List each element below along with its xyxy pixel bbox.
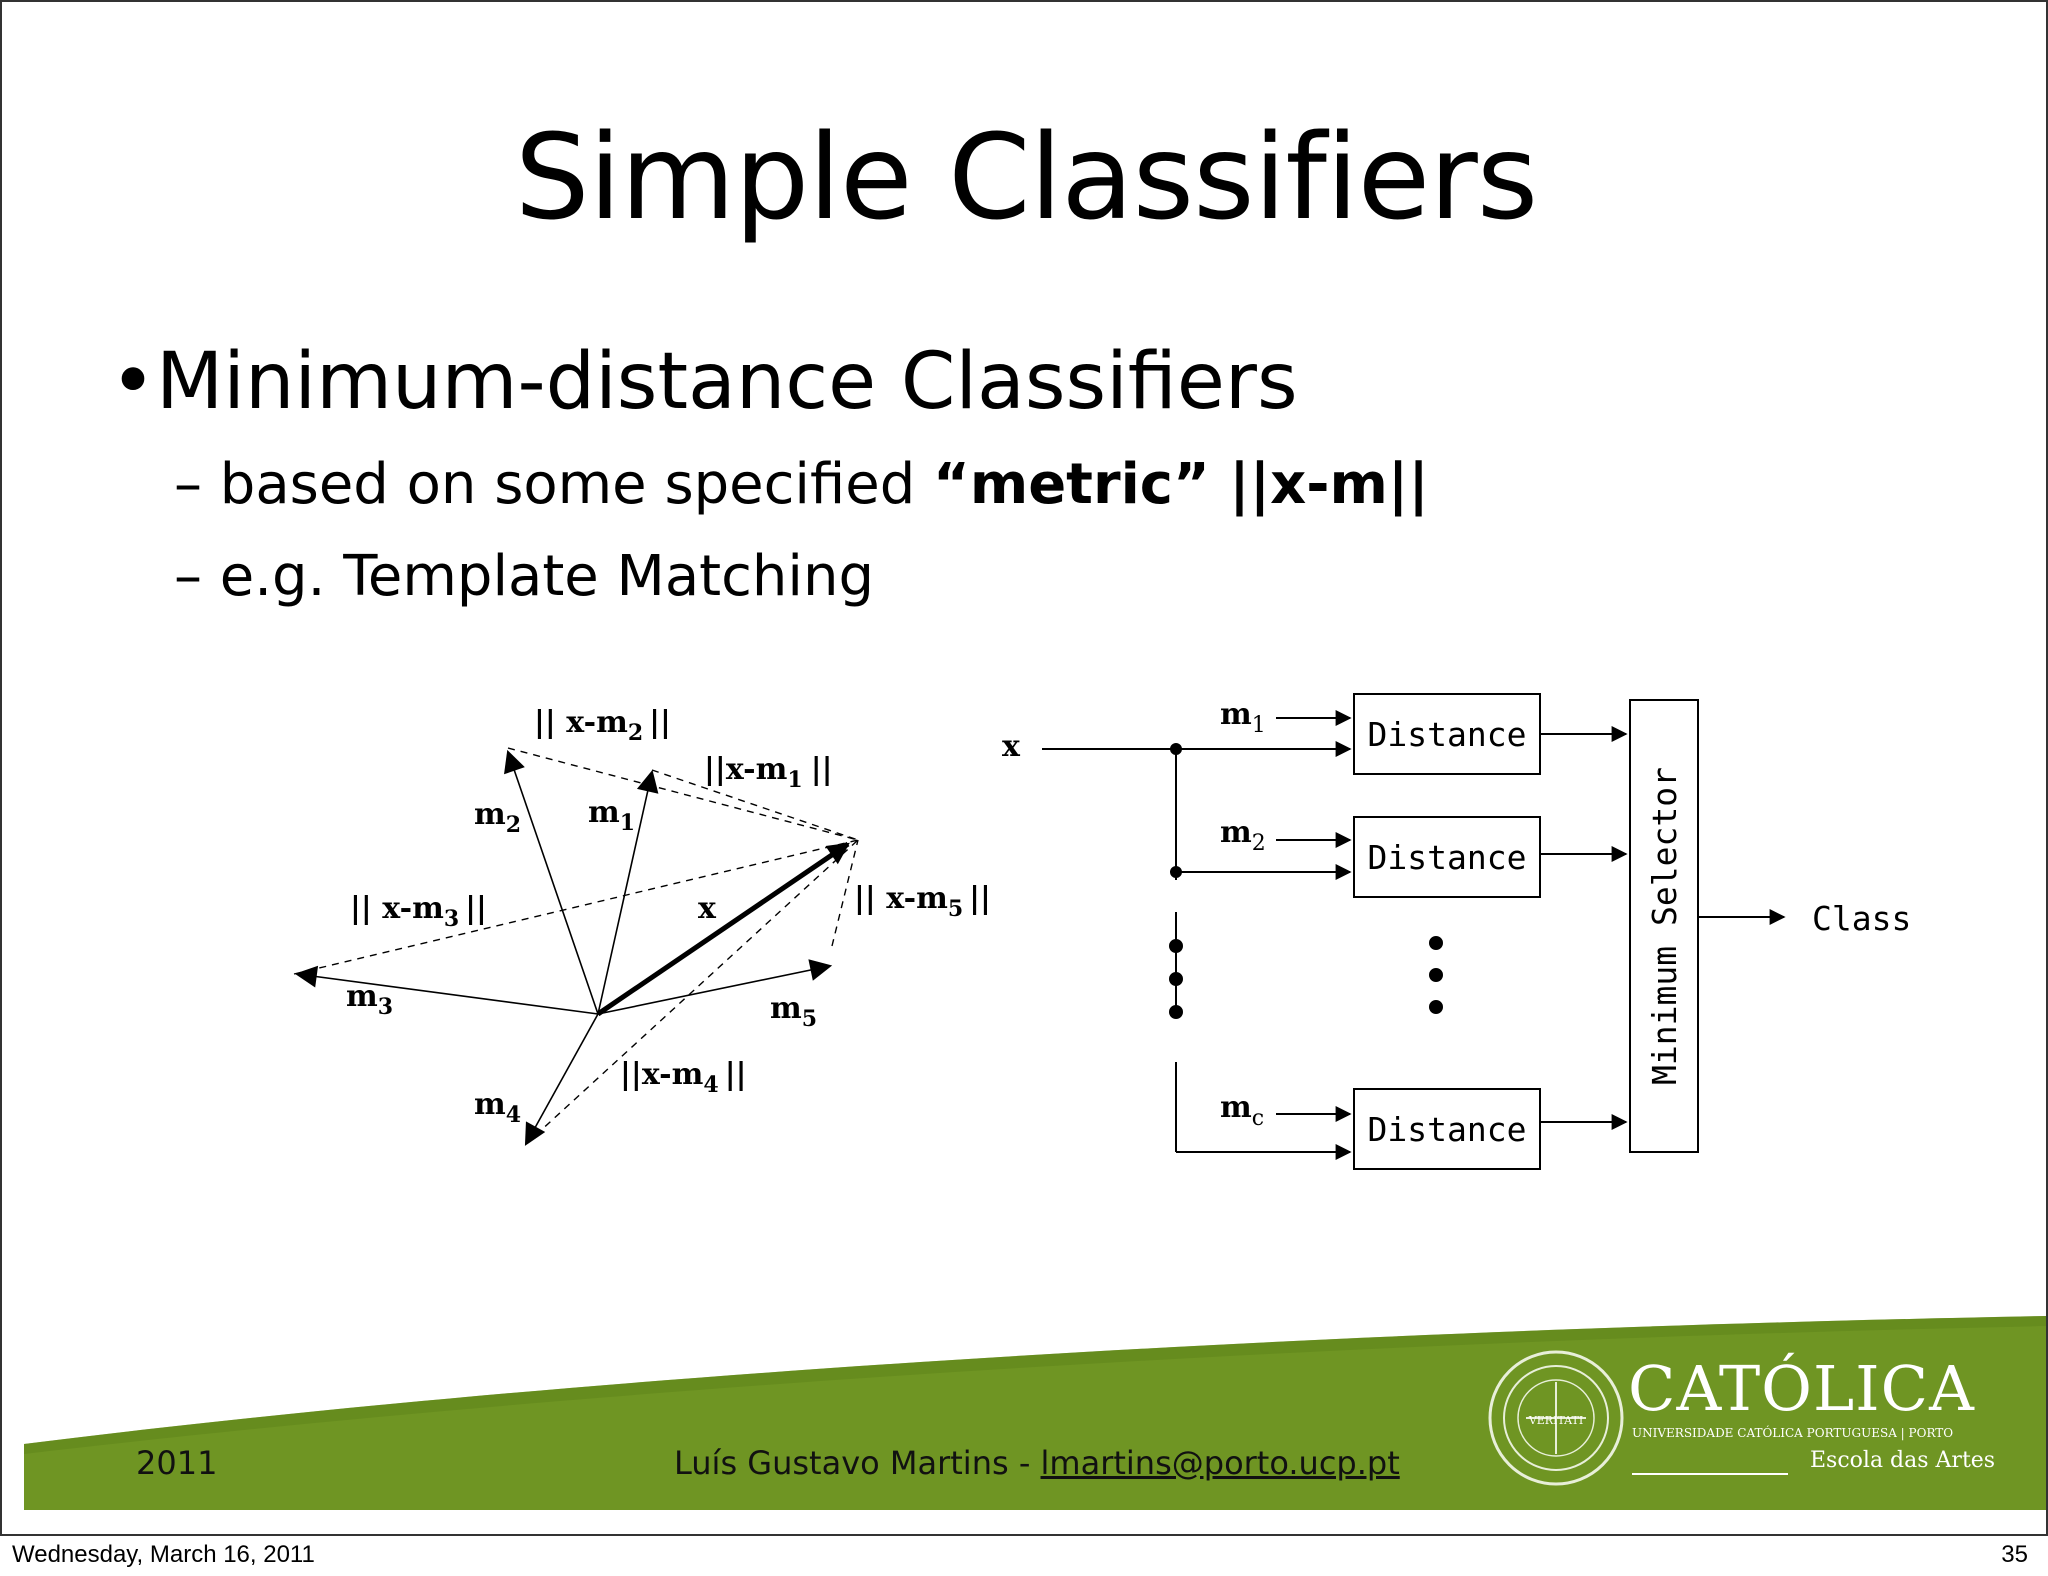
distance-box-2 [1353,816,1541,898]
label-dist-m5: || x-m5|| [854,881,991,922]
footer-year: 2011 [136,1444,218,1482]
ellipsis-dot [1429,936,1443,950]
label-dist-m3: || x-m3|| [350,891,487,932]
distance-line-m4 [525,839,859,1145]
block-mc: mc [1220,1090,1264,1131]
bullet-dot: • [110,337,157,427]
ellipsis-dot [1429,968,1443,982]
vector-diagram: || x-m2|| ||x-m1|| m2 m1 || x-m3|| x || … [293,705,991,1146]
distance-box-3-label: Distance [1368,1110,1527,1149]
ellipsis-dot [1169,972,1183,986]
label-m3: m3 [346,979,393,1020]
page-number: 35 [2001,1541,2028,1568]
footer-email-link[interactable]: lmartins@porto.ucp.pt [1040,1444,1400,1482]
bullet-minimum-distance: •Minimum-distance Classifiers [110,332,1298,432]
ellipsis-dot [1169,939,1183,953]
block-m2: m2 [1220,815,1266,856]
logo-university: UNIVERSIDADE CATÓLICA PORTUGUESA | PORTO [1632,1426,1954,1440]
label-m2: m2 [474,797,521,838]
footer-band-edge [24,1316,2046,1454]
print-date: Wednesday, March 16, 2011 [12,1541,315,1568]
label-m4: m4 [474,1087,521,1128]
footer-band-shape [24,1316,2046,1510]
block-diagram: x m1 m2 mc Distance [1002,693,1911,1170]
footer-author: Luís Gustavo Martins - lmartins@porto.uc… [674,1444,1400,1482]
distance-box-1-label: Distance [1368,715,1527,754]
diagrams-figure: || x-m2|| ||x-m1|| m2 m1 || x-m3|| x || … [293,693,1911,1170]
minimum-selector-label: Minimum Selector [1645,767,1684,1085]
metric-formula: “metric” ||x-m|| [933,452,1429,517]
output-class-label: Class [1812,899,1911,938]
footer-band: VERITATI [24,1316,2046,1510]
label-dist-m4: ||x-m4|| [620,1057,747,1098]
distance-line-m5 [831,839,859,947]
label-m5: m5 [770,991,817,1032]
sub-bullet-metric: – based on some specified “metric” ||x-m… [174,450,1429,520]
logo-seal: VERITATI [1488,1350,1624,1486]
label-m1: m1 [588,795,635,836]
logo-school: Escola das Artes [1810,1448,1996,1473]
distance-line-m2 [507,747,859,841]
label-x: x [698,891,717,926]
distance-box-2-label: Distance [1368,838,1527,877]
footer-author-name: Luís Gustavo Martins - [674,1444,1041,1482]
minimum-selector-box [1629,699,1699,1153]
vector-m3 [294,965,599,1015]
block-m1: m1 [1220,697,1266,738]
distance-box-3 [1353,1088,1541,1170]
vector-m1 [597,769,659,1015]
sub-bullet-metric-text: – based on some specified [174,452,934,517]
logo-name: CATÓLICA [1628,1352,1975,1425]
distance-line-m1 [651,769,859,841]
vector-m5 [597,959,833,1015]
sub-bullet-template: – e.g. Template Matching [174,544,874,609]
block-input-x: x [1002,729,1021,764]
slide: Simple Classifiers •Minimum-distance Cla… [0,0,2048,1536]
label-dist-m2: || x-m2|| [534,705,671,746]
vector-m4 [524,1013,599,1146]
distance-lines [293,747,859,1145]
vector-m2 [504,749,599,1015]
slide-title: Simple Classifiers [514,108,1539,246]
ellipsis-dot [1169,1005,1183,1019]
ellipsis-dot [1429,1000,1443,1014]
seal-text: VERITATI [1528,1414,1583,1427]
distance-line-m3 [293,839,859,975]
bullet-text: Minimum-distance Classifiers [156,337,1298,427]
label-dist-m1: ||x-m1|| [704,752,833,793]
vector-x [596,841,850,1017]
